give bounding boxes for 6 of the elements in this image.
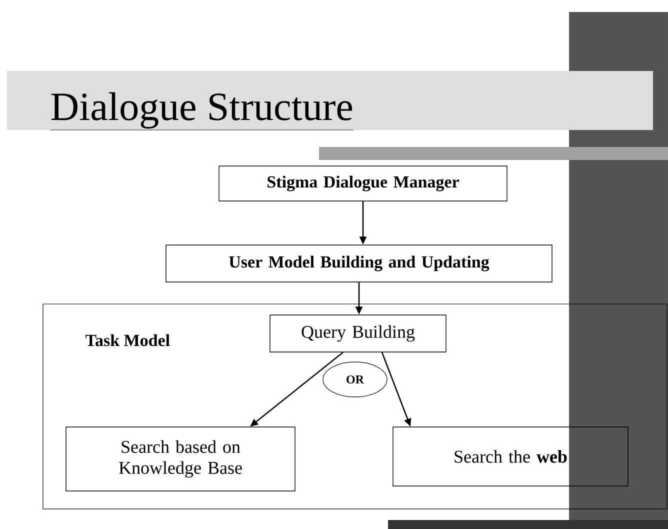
process-box: Query Building xyxy=(270,314,446,352)
process-box: Search based on Knowledge Base xyxy=(66,426,296,492)
title: Dialogue Structure xyxy=(50,92,354,130)
process-box: Search the web xyxy=(392,426,628,486)
process-box: Stigma Dialogue Manager xyxy=(218,166,508,202)
process-box: User Model Building and Updating xyxy=(166,244,552,282)
